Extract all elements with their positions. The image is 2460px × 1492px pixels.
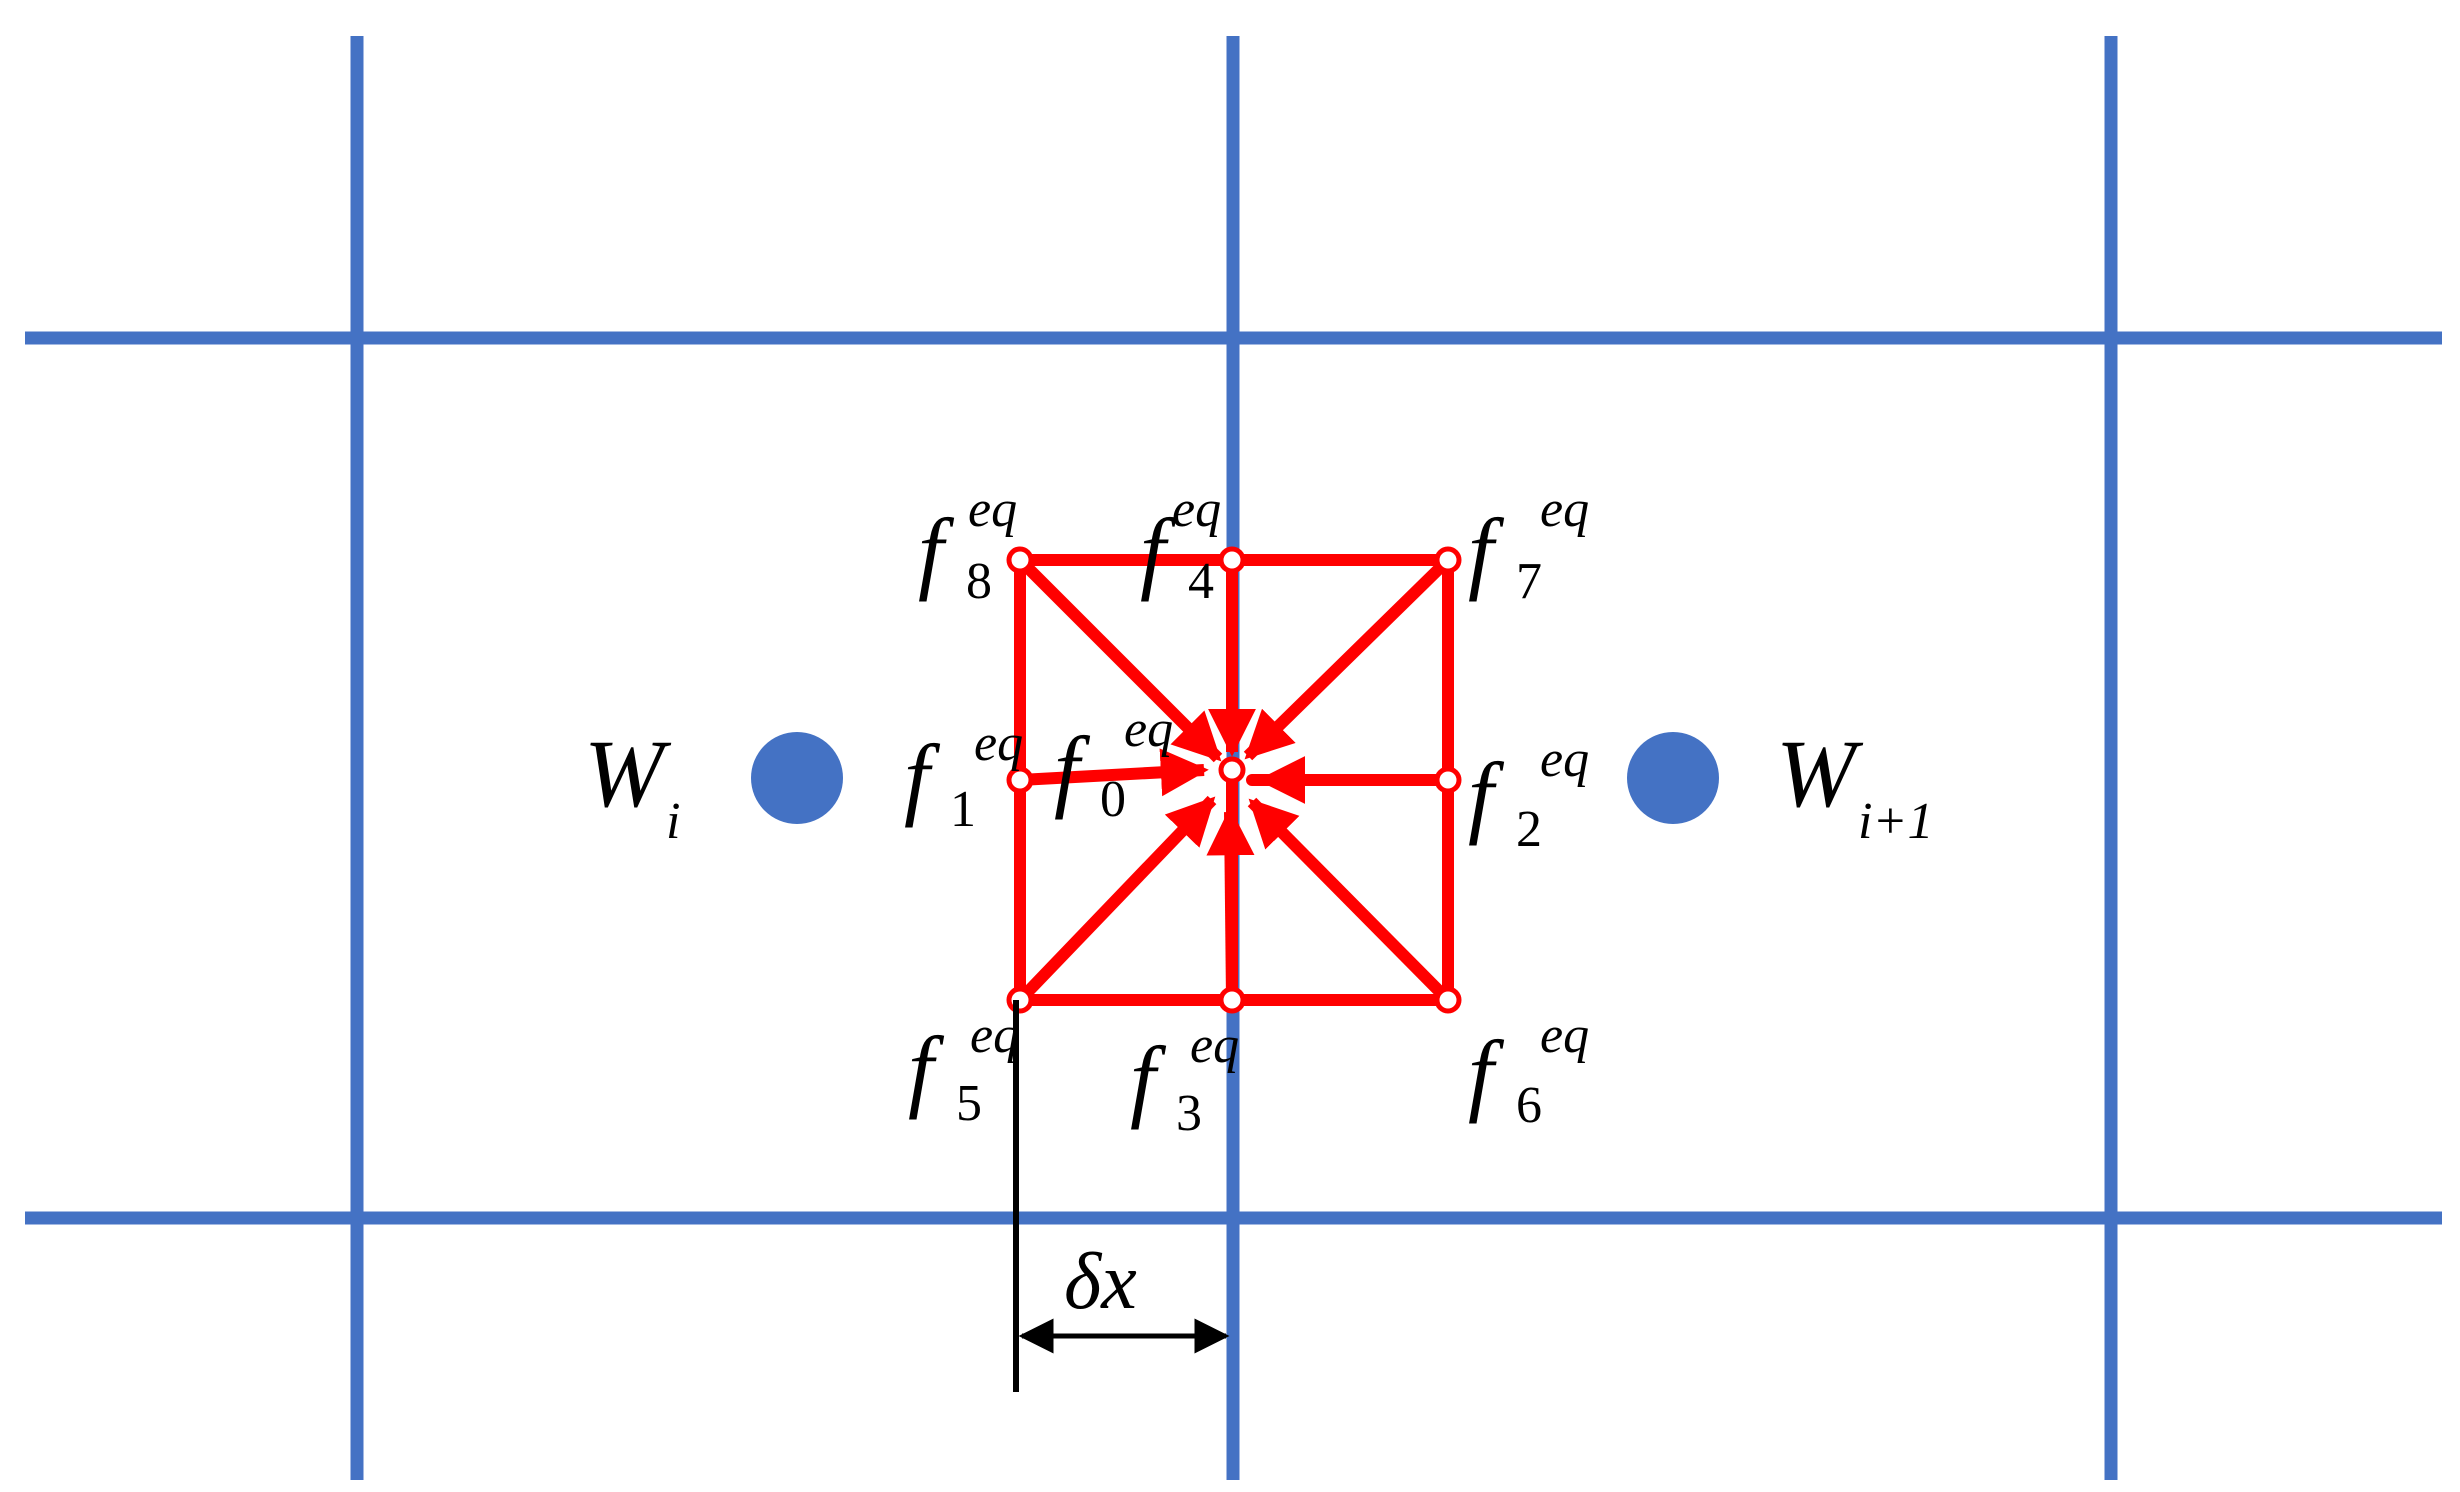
distribution-label-f1: f 1 eq	[904, 715, 1023, 846]
distribution-label-f3: f 3 eq	[1130, 1017, 1239, 1150]
node-f8	[1006, 546, 1034, 574]
distribution-label-f5: f 5 eq	[908, 1007, 1019, 1140]
node-f0	[1218, 756, 1246, 784]
distribution-label-f0: f 0 eq	[1054, 701, 1173, 836]
node-f7	[1434, 546, 1462, 574]
arrow-f6-to-f0	[1247, 797, 1453, 1005]
arrow-f8-to-f0	[1015, 555, 1223, 763]
distribution-label-f2: f 2 eq	[1468, 731, 1589, 866]
distribution-labels: f 8 eq f 4 eq f 7 eq f 1 eq f 0 eq	[904, 481, 1589, 1150]
node-f4	[1218, 546, 1246, 574]
arrow-f3-to-f0	[1206, 807, 1255, 1001]
distribution-label-f6: f 6 eq	[1468, 1007, 1589, 1142]
node-f3	[1218, 986, 1246, 1014]
distribution-label-f4: f 4 eq	[1140, 481, 1237, 618]
dimension-delta-x: δx	[1013, 1000, 1230, 1392]
node-f2	[1434, 766, 1462, 794]
node-f6	[1434, 986, 1462, 1014]
cell-center-dot-i-plus-1	[1627, 732, 1719, 824]
arrow-f1-to-f0	[1019, 748, 1209, 797]
arrow-f5-to-f0	[1015, 795, 1217, 1005]
dimension-label: δx	[1064, 1238, 1137, 1326]
cell-label-i: Wi	[584, 720, 680, 850]
arrow-f7-to-f0	[1243, 555, 1453, 761]
streaming-arrows	[1015, 555, 1453, 1005]
cell-label-i-plus-1: Wi+1	[1776, 720, 1934, 850]
cell-center-dot-i	[751, 732, 843, 824]
distribution-label-f8: f 8 eq	[918, 481, 1017, 618]
finite-volume-grid	[25, 36, 2442, 1480]
lattice-nodes	[1006, 546, 1462, 1014]
node-f1	[1006, 766, 1034, 794]
distribution-label-f7: f 7 eq	[1468, 481, 1589, 618]
